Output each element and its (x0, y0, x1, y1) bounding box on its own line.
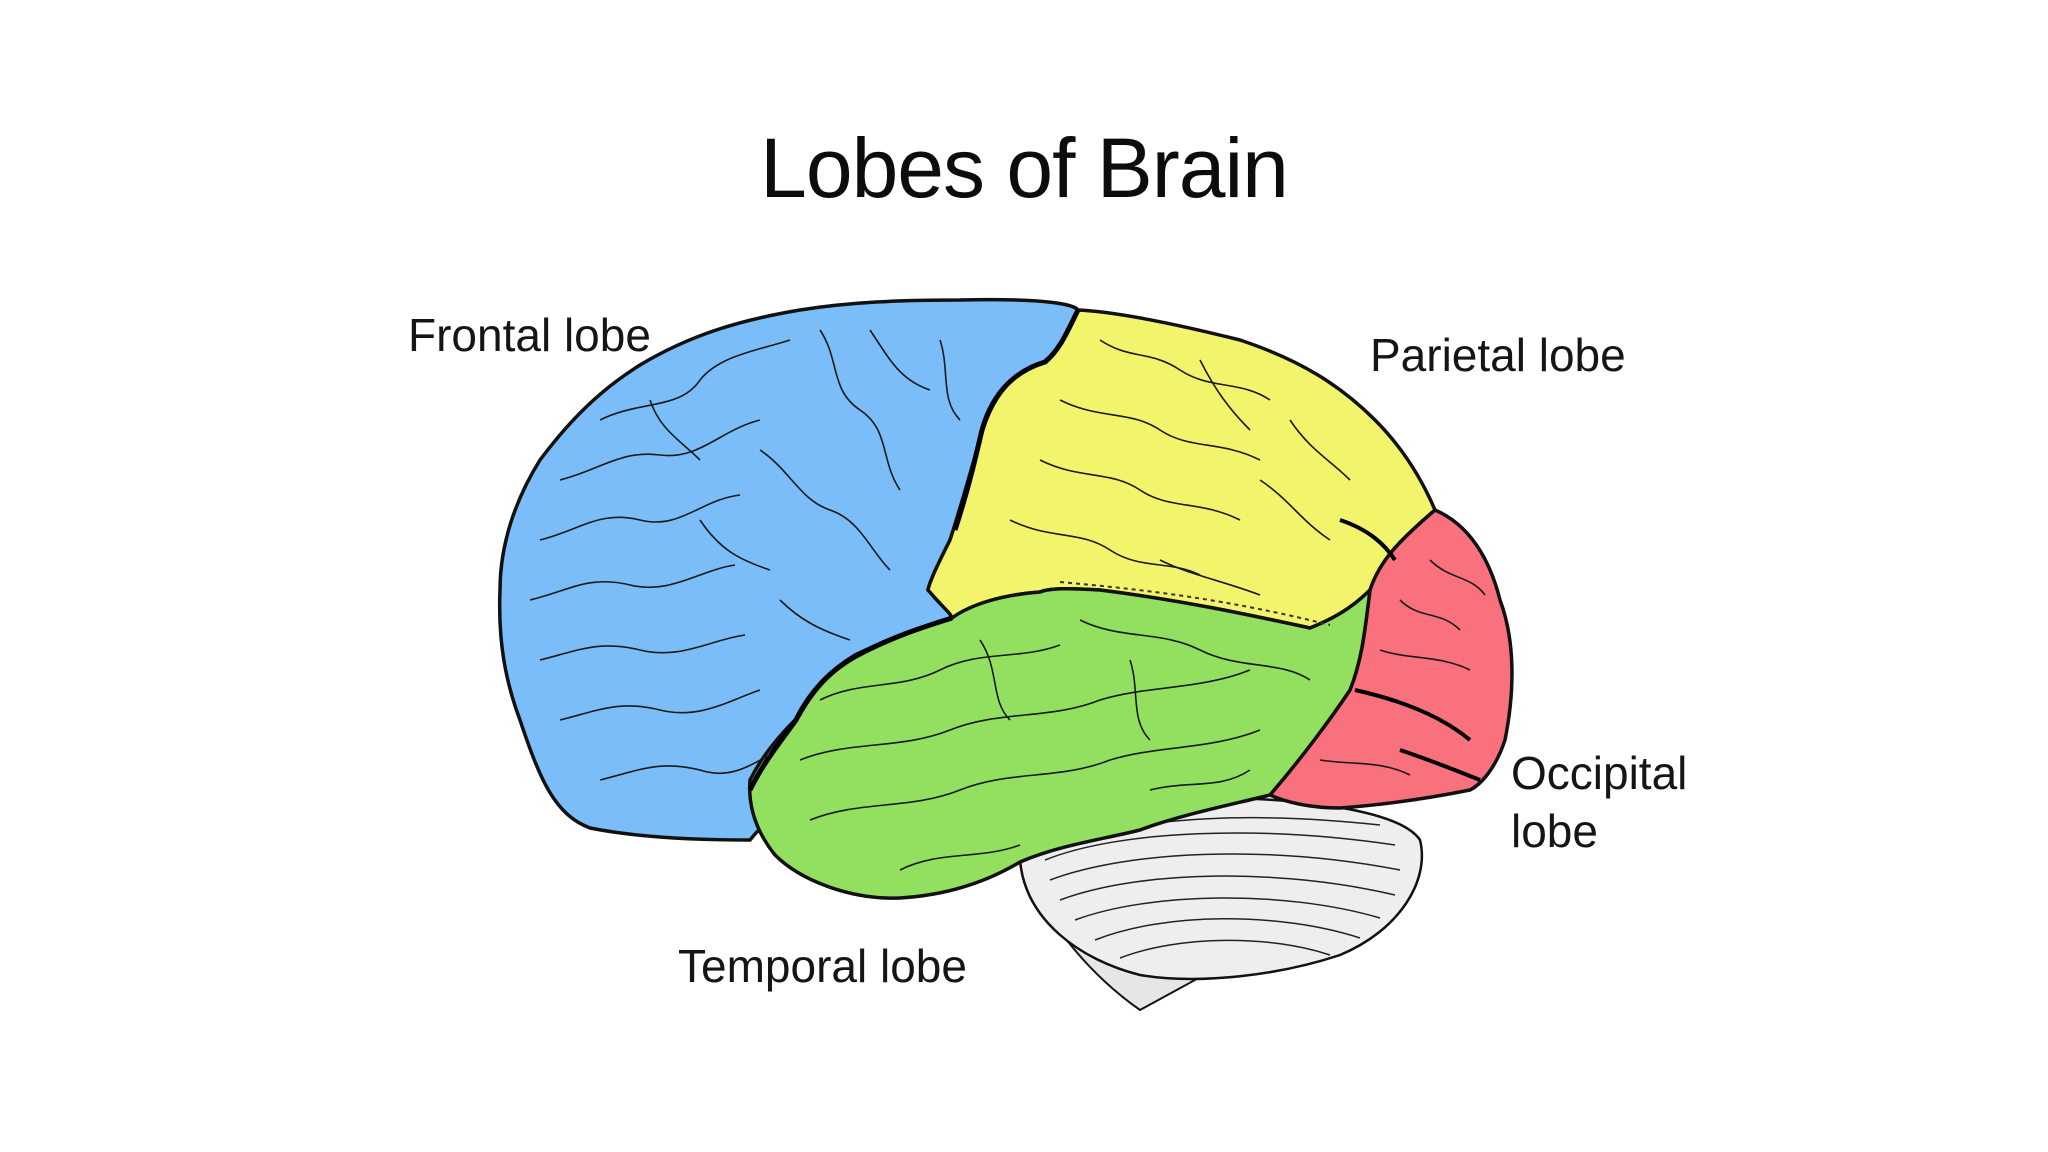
occipital-label-line-1: Occipital (1511, 747, 1688, 799)
occipital-sulcus-2 (1399, 748, 1481, 782)
central-sulcus (952, 308, 1081, 531)
occipital-sulcus-1 (1354, 688, 1472, 742)
occipital-label-line-2: lobe (1511, 805, 1598, 857)
lateral-sulcus (747, 615, 953, 792)
occipital-gyri (1319, 559, 1486, 776)
frontal-gyri (529, 329, 961, 781)
parieto-occipital-sulcus (1339, 518, 1397, 562)
temporal-lobe-label: Temporal lobe (678, 940, 967, 992)
cerebellum (1018, 796, 1424, 981)
occipital-lobe-label: Occipital lobe (1511, 744, 1687, 860)
parietal-gyri (1009, 339, 1351, 596)
parietal-lobe-label: Parietal lobe (1370, 329, 1626, 381)
lobe-boundary-dotted (1059, 581, 1331, 626)
temporal-gyri (799, 619, 1311, 871)
frontal-lobe-label: Frontal lobe (408, 309, 651, 361)
temporal-lobe (747, 585, 1373, 900)
page-title: Lobes of Brain (760, 121, 1289, 215)
